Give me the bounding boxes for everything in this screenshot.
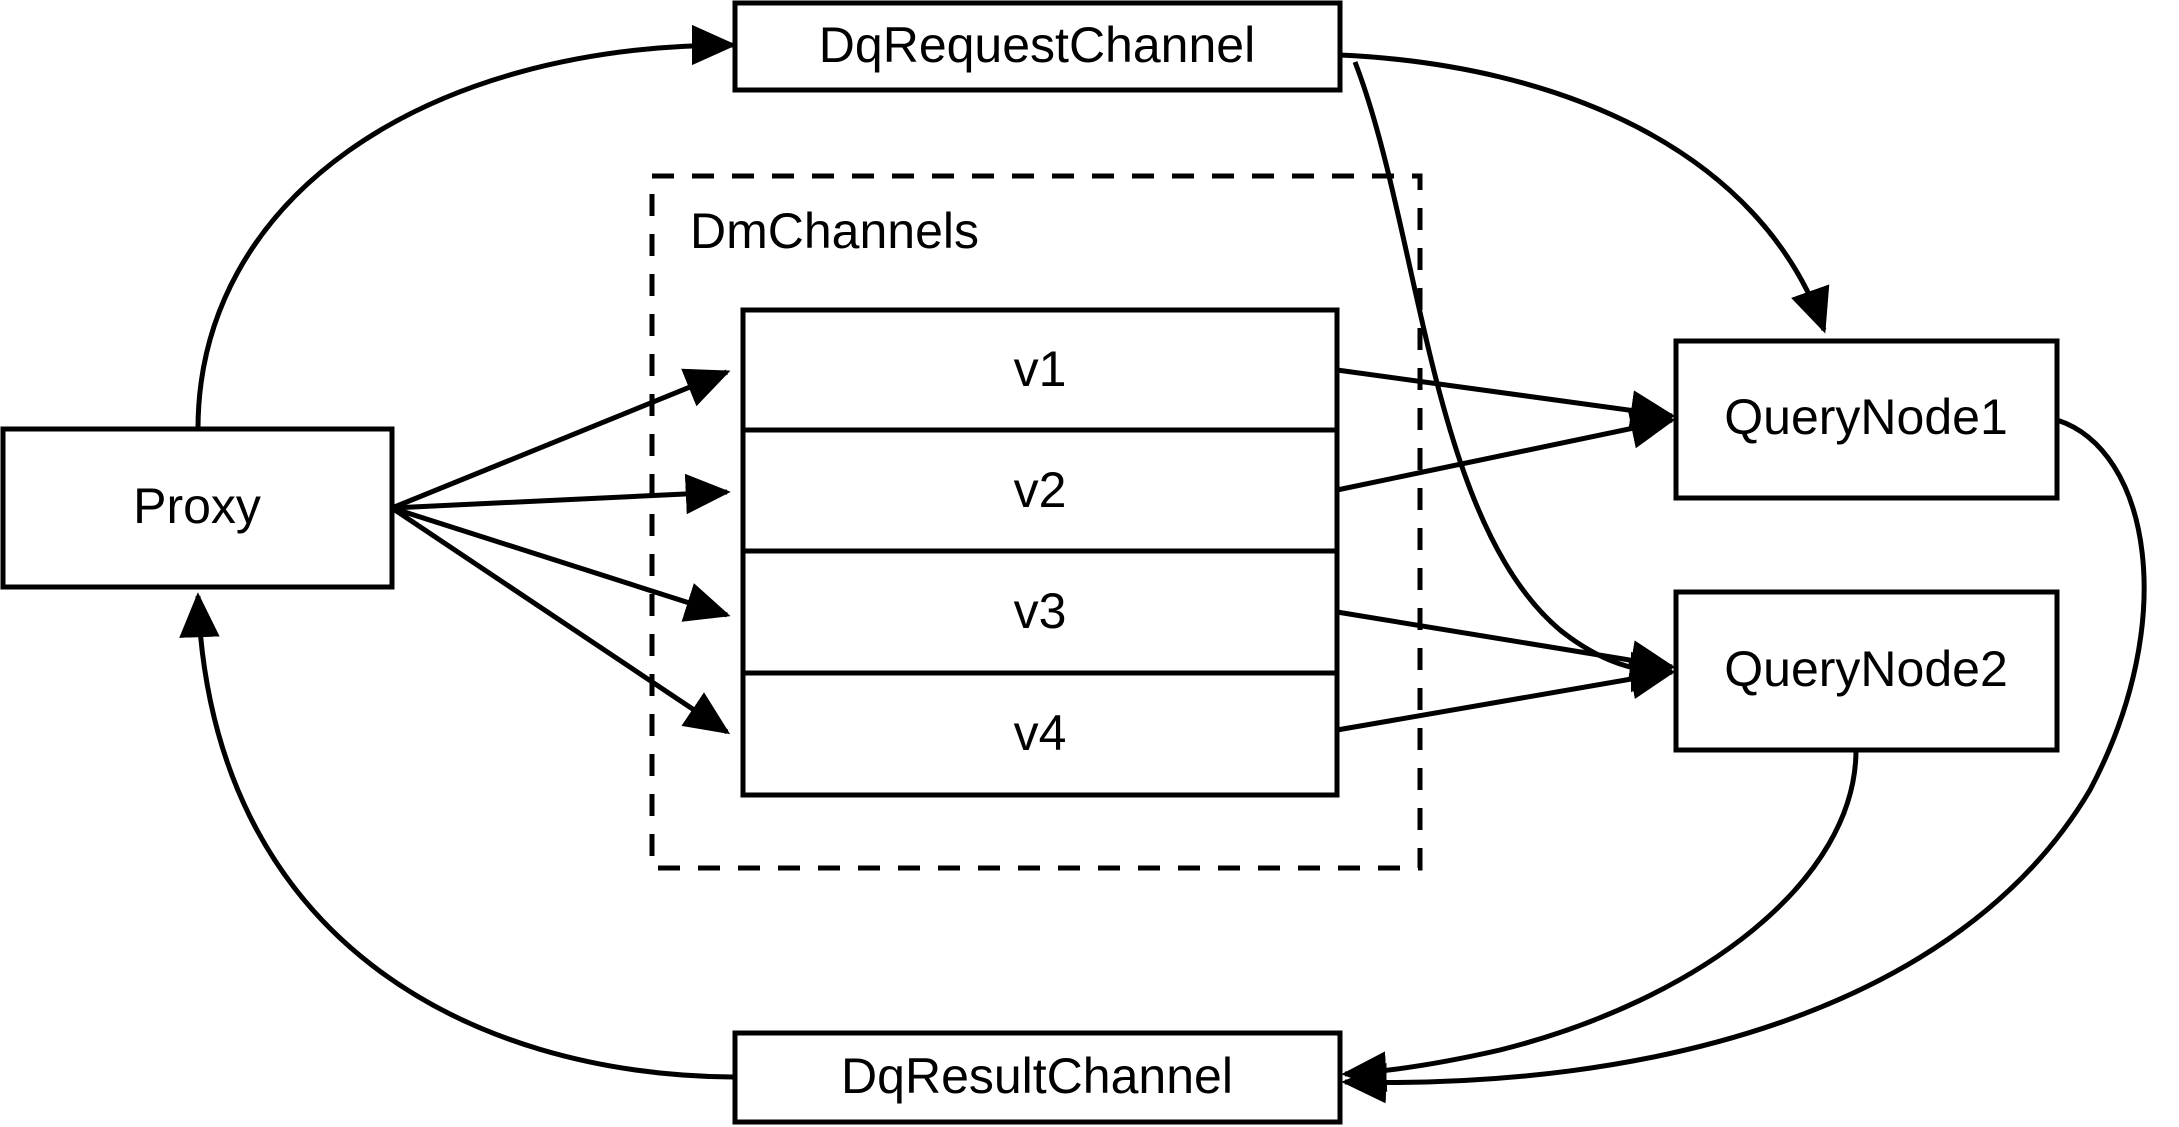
edge-proxy-to-dq-request-channel [195,24,737,430]
edge-proxy-to-v1 [391,368,731,511]
node-dq-request-channel-label: DqRequestChannel [819,17,1255,73]
node-dq-result-channel-label: DqResultChannel [841,1048,1233,1104]
node-proxy[interactable] [0,426,395,590]
vchannel-label-v3: v3 [1014,583,1067,639]
node-querynode1-label: QueryNode1 [1724,389,2008,445]
edge-dq-request-channel-to-querynode1 [1339,52,1830,334]
edge-dq-request-channel-to-querynode2 [1352,61,1676,693]
vchannel-label-v1: v1 [1014,341,1067,397]
dm-channels-group-box [649,173,1423,871]
edge-querynode2-to-dq-result-channel [1341,749,1859,1092]
edge-v3-to-querynode2 [1336,609,1676,681]
dm-channels-group-label: DmChannels [690,203,979,259]
edge-v1-to-querynode1 [1336,367,1676,431]
edge-v2-to-querynode1 [1336,408,1676,493]
node-querynode1[interactable] [1673,338,2060,501]
edge-proxy-to-v3 [391,505,731,622]
edge-querynode1-to-dq-result-channel [1341,417,2147,1104]
edge-dq-result-channel-to-proxy [179,592,734,1080]
node-querynode2-label: QueryNode2 [1724,641,2008,697]
vchannel-label-v2: v2 [1014,462,1067,518]
node-dq-result-channel[interactable] [732,1030,1343,1125]
node-dq-request-channel[interactable] [732,0,1343,93]
node-proxy-label: Proxy [133,478,261,534]
node-querynode2[interactable] [1673,589,2060,753]
edge-proxy-to-v2 [391,473,731,515]
edge-proxy-to-v4 [390,505,731,735]
edge-v4-to-querynode2 [1336,659,1676,733]
vchannel-label-v4: v4 [1014,705,1067,761]
